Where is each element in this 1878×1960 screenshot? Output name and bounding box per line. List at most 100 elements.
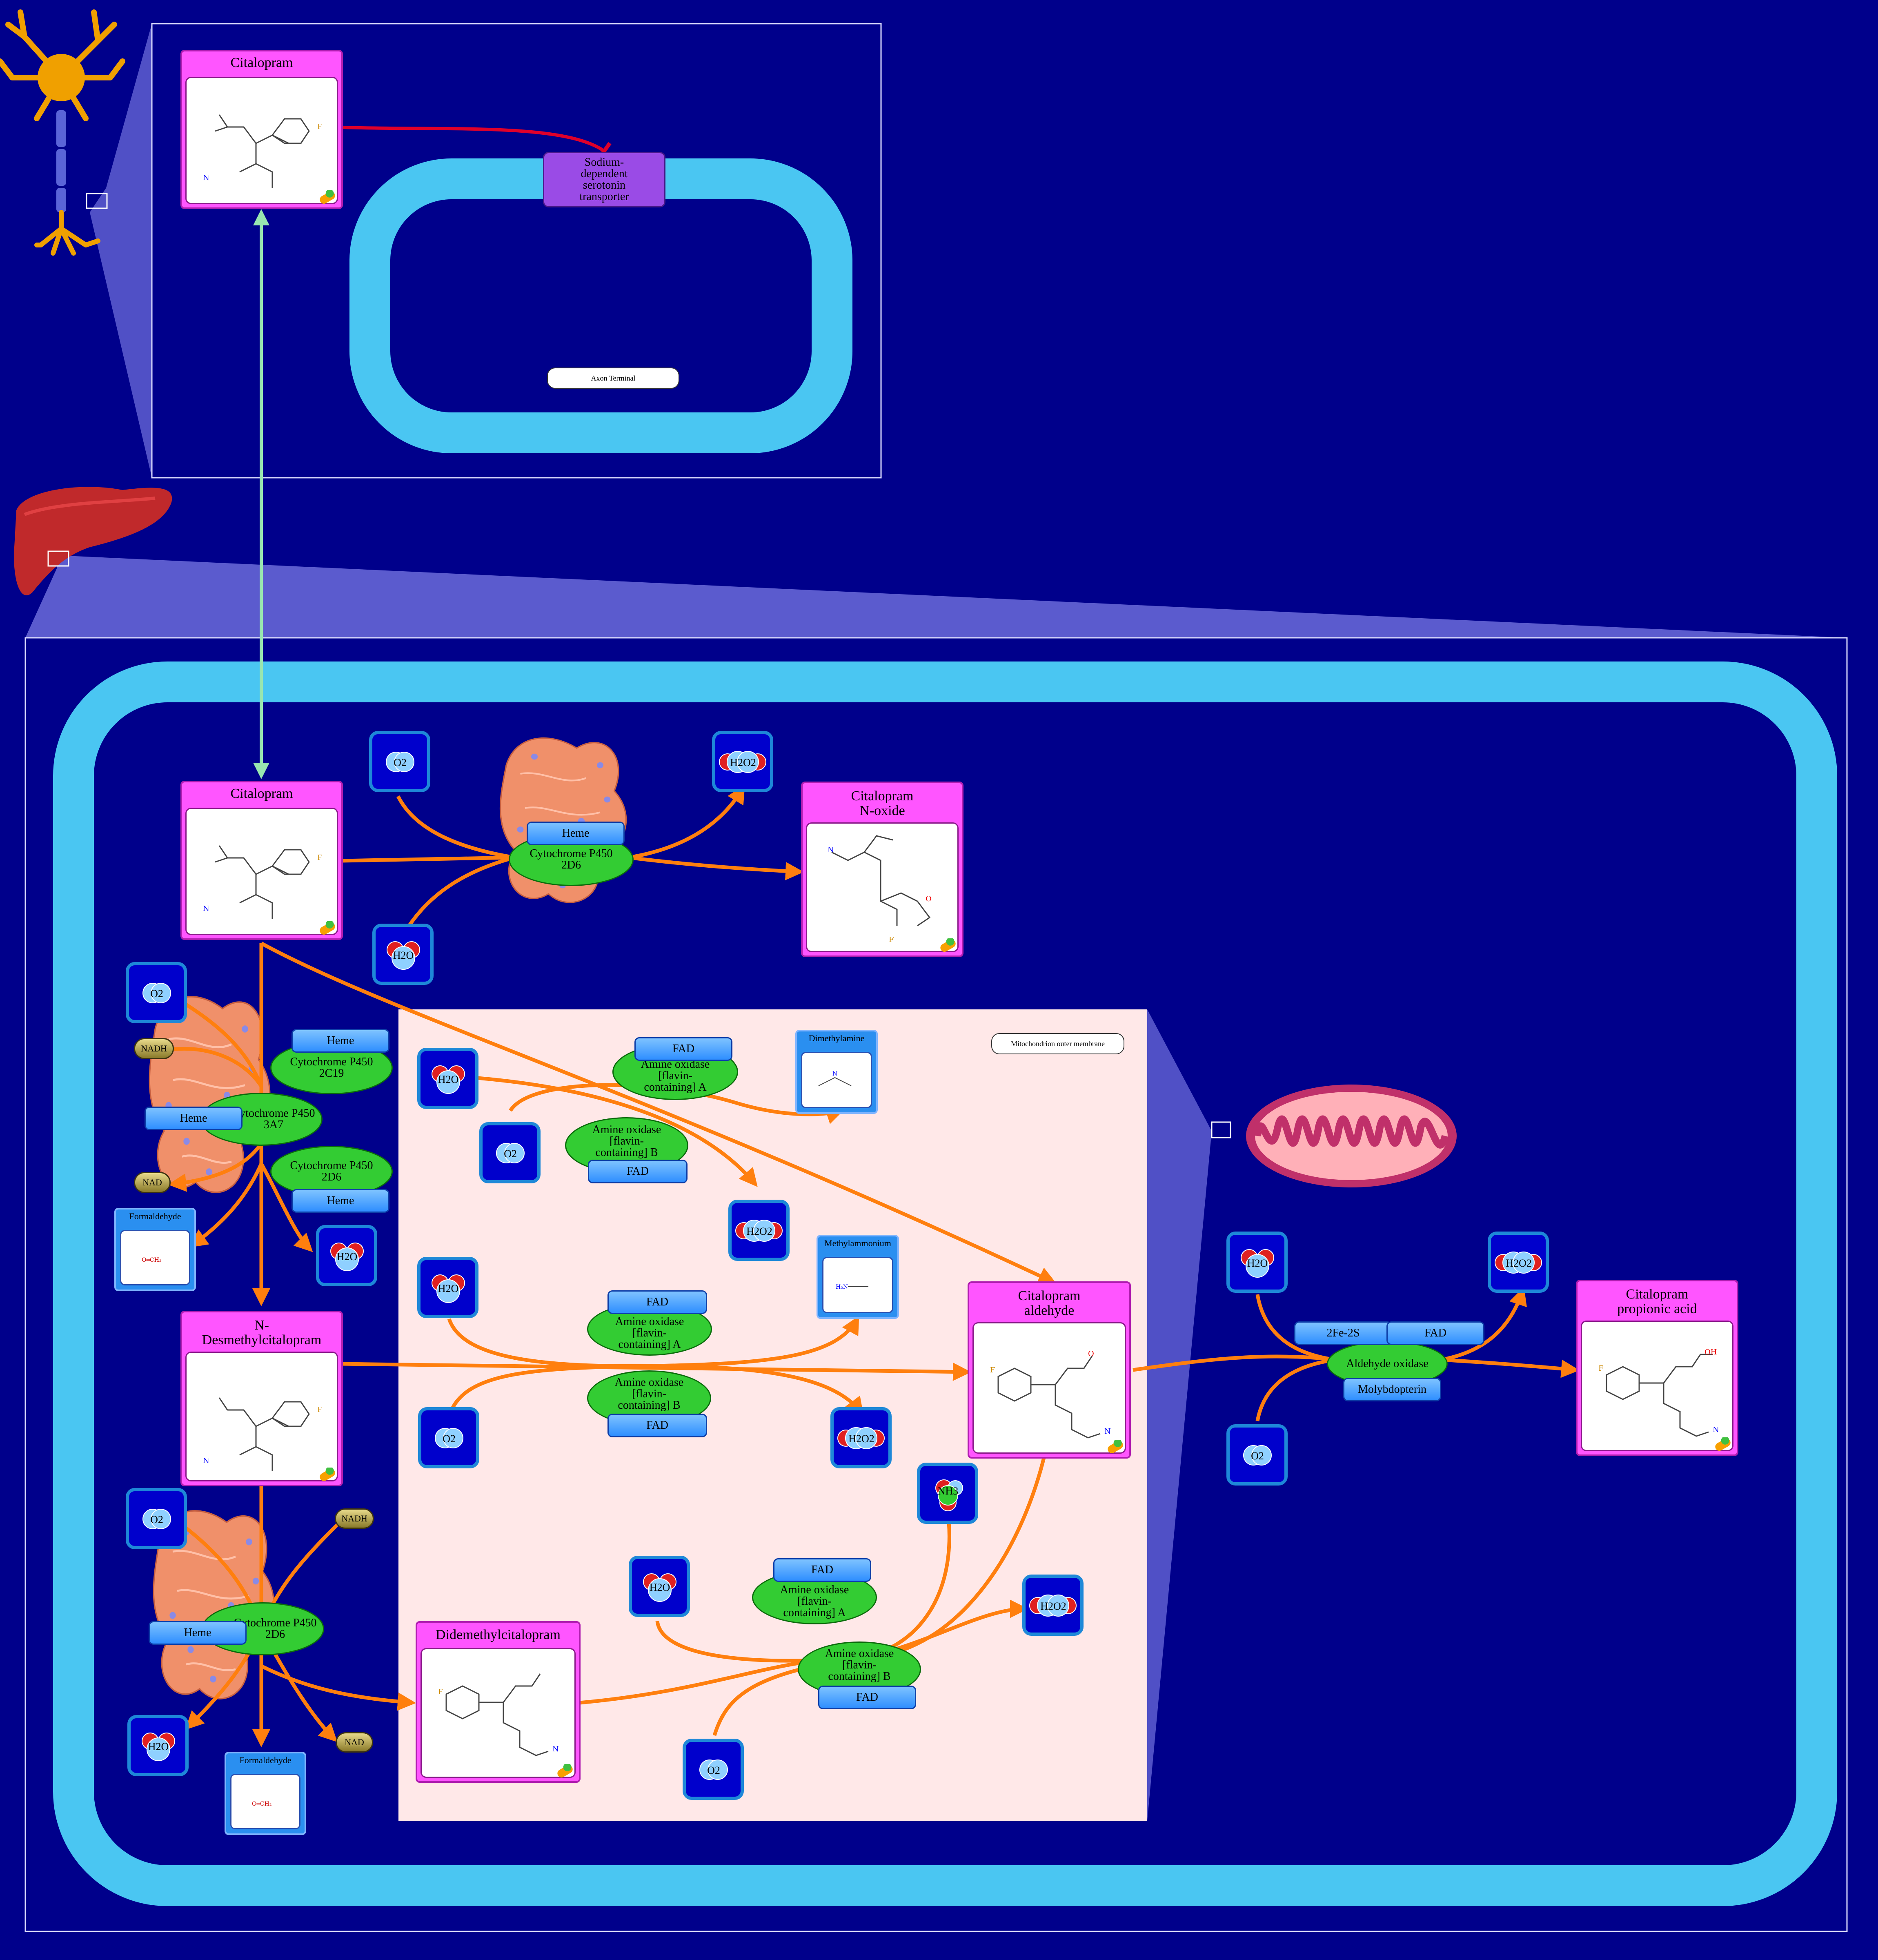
svg-text:F: F — [317, 1405, 323, 1414]
enzyme-cyp2d6[interactable]: Cytochrome P450 2D6 — [270, 1146, 393, 1197]
svg-text:H2O: H2O — [438, 1074, 459, 1085]
cofactor-fad[interactable]: FAD — [607, 1290, 707, 1314]
svg-text:H2O: H2O — [1247, 1257, 1268, 1269]
h2o2-ion-icon[interactable]: H2O2 — [712, 731, 773, 792]
drug-pill-icon — [320, 190, 335, 204]
o2-ion-icon[interactable]: O2 — [369, 731, 430, 792]
structure-box: F O N — [972, 1322, 1126, 1454]
small-molecule-formaldehyde[interactable]: Formaldehyde O═CH₂ — [225, 1752, 306, 1835]
svg-text:H2O2: H2O2 — [730, 757, 756, 768]
mitochondrion-icon — [1211, 1085, 1457, 1187]
o2-ion-icon[interactable]: O2 — [126, 962, 187, 1023]
molecule-structure-icon: F OH N — [1598, 1348, 1719, 1437]
svg-text:O2: O2 — [150, 988, 163, 1000]
svg-text:N: N — [552, 1745, 559, 1753]
o2-ion-icon[interactable]: O2 — [479, 1122, 541, 1183]
svg-text:N: N — [203, 1457, 209, 1465]
cofactor-heme[interactable]: Heme — [291, 1029, 389, 1053]
svg-text:N: N — [832, 1071, 837, 1077]
svg-text:OH: OH — [1704, 1348, 1717, 1356]
svg-text:F: F — [438, 1688, 443, 1696]
cofactor-fad[interactable]: FAD — [634, 1037, 732, 1061]
drug-pill-icon — [1108, 1440, 1123, 1453]
svg-text:H2O2: H2O2 — [1506, 1257, 1532, 1269]
cofactor-fad[interactable]: FAD — [1386, 1321, 1484, 1345]
h2o2-ion-icon[interactable]: H2O2 — [1488, 1232, 1549, 1293]
compound-title: Citalopram propionic acid — [1617, 1287, 1697, 1316]
nh3-ion-icon[interactable]: NH3 — [917, 1463, 978, 1524]
svg-text:F: F — [1598, 1364, 1604, 1373]
compound-title: Didemethylcitalopram — [436, 1627, 561, 1642]
structure-box: O═CH₂ — [120, 1230, 190, 1285]
cofactor-molybdopterin[interactable]: Molybdopterin — [1343, 1378, 1441, 1401]
cofactor-heme[interactable]: Heme — [527, 822, 625, 845]
h2o2-ion-icon[interactable]: H2O2 — [1022, 1575, 1084, 1636]
molecule-structure-icon: FN — [438, 1673, 559, 1756]
cofactor-heme[interactable]: Heme — [149, 1621, 247, 1645]
compound-citalopram-aldehyde[interactable]: Citalopram aldehyde F O N — [968, 1281, 1131, 1459]
svg-text:H2O: H2O — [438, 1283, 459, 1294]
svg-text:O2: O2 — [1251, 1450, 1264, 1462]
svg-text:H2O2: H2O2 — [1040, 1600, 1066, 1612]
compound-citalopram-propionic-acid[interactable]: Citalopram propionic acid F OH N — [1576, 1280, 1738, 1456]
small-molecule-dimethylamine[interactable]: Dimethylamine N — [795, 1030, 878, 1114]
h2o2-ion-icon[interactable]: H2O2 — [830, 1407, 892, 1468]
liver-icon — [14, 487, 172, 595]
drug-pill-icon — [940, 938, 956, 952]
cofactor-nad[interactable]: NAD — [134, 1172, 171, 1193]
h2o-ion-icon[interactable]: H2O — [127, 1715, 189, 1776]
o2-ion-icon[interactable]: O2 — [1226, 1424, 1288, 1486]
svg-text:O2: O2 — [443, 1433, 456, 1445]
o2-ion-icon[interactable]: O2 — [683, 1739, 744, 1800]
compound-title: Citalopram aldehyde — [1018, 1288, 1081, 1318]
cofactor-fad[interactable]: FAD — [818, 1686, 916, 1709]
svg-text:N: N — [828, 846, 834, 854]
cofactor-nadh[interactable]: NADH — [335, 1508, 374, 1529]
drug-pill-icon — [320, 1468, 335, 1481]
h2o-ion-icon[interactable]: H2O — [316, 1225, 377, 1286]
h2o-ion-icon[interactable]: H2O — [417, 1257, 478, 1318]
drug-pill-icon — [1715, 1437, 1731, 1451]
h2o-ion-icon[interactable]: H2O — [629, 1556, 690, 1617]
cofactor-nad[interactable]: NAD — [336, 1732, 373, 1753]
svg-text:H2O2: H2O2 — [746, 1225, 772, 1237]
structure-box: O═CH₂ — [230, 1774, 300, 1829]
cofactor-2fe-2s[interactable]: 2Fe-2S — [1294, 1321, 1392, 1345]
svg-text:O═CH₂: O═CH₂ — [142, 1257, 161, 1263]
cofactor-nadh[interactable]: NADH — [134, 1038, 174, 1059]
svg-text:NH3: NH3 — [938, 1485, 959, 1497]
svg-text:N: N — [1104, 1427, 1111, 1436]
serotonin-transporter[interactable]: Sodium- dependent serotonin transporter — [543, 152, 665, 207]
cofactor-fad[interactable]: FAD — [773, 1558, 871, 1582]
svg-text:F: F — [317, 122, 323, 131]
cofactor-fad[interactable]: FAD — [588, 1160, 688, 1183]
h2o2-ion-icon[interactable]: H2O2 — [728, 1200, 790, 1261]
axon-terminal-label: Axon Terminal — [547, 368, 679, 389]
small-molecule-methylammonium[interactable]: Methylammonium H₃N — [817, 1235, 899, 1319]
svg-text:O: O — [926, 895, 932, 903]
cofactor-fad[interactable]: FAD — [607, 1414, 707, 1437]
cofactor-heme[interactable]: Heme — [145, 1107, 243, 1130]
svg-text:O2: O2 — [150, 1514, 163, 1526]
enzyme-cyp2d6[interactable]: Cytochrome P450 2D6 — [202, 1602, 324, 1655]
svg-text:N: N — [203, 174, 209, 182]
h2o-ion-icon[interactable]: H2O — [1226, 1232, 1288, 1293]
molecule-structure-icon: NF — [203, 114, 323, 188]
cofactor-heme[interactable]: Heme — [291, 1189, 389, 1213]
svg-text:N: N — [1713, 1425, 1719, 1434]
h2o-ion-icon[interactable]: H2O — [417, 1048, 478, 1109]
h2o-ion-icon[interactable]: H2O — [372, 924, 434, 985]
svg-text:O2: O2 — [504, 1148, 517, 1160]
small-molecule-formaldehyde[interactable]: Formaldehyde O═CH₂ — [114, 1208, 196, 1291]
o2-ion-icon[interactable]: O2 — [418, 1407, 479, 1468]
svg-text:F: F — [990, 1366, 995, 1374]
svg-text:O: O — [1088, 1350, 1094, 1358]
compound-title: Citalopram — [230, 55, 293, 70]
o2-ion-icon[interactable]: O2 — [126, 1488, 187, 1549]
